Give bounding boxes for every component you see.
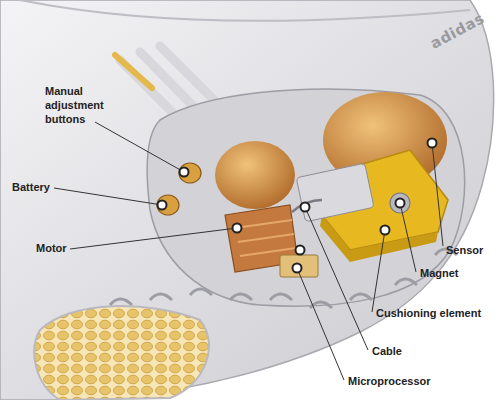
part-label: Manual adjustment buttons [45,84,117,126]
callout-marker [293,264,302,273]
forefoot-honeycomb [34,306,209,400]
leader-line [297,268,344,380]
callout-marker [180,168,189,177]
callout-marker [381,226,390,235]
callout-marker [428,139,437,148]
callout-marker [396,199,405,208]
callout-marker [158,201,167,210]
leader-line [70,228,237,249]
part-label: Motor [36,241,67,255]
part-label: Sensor [446,243,483,257]
adjust-button [157,195,179,215]
mid-cushion [215,141,295,209]
brand-logo: adidas [427,9,487,52]
cable [292,200,322,212]
callout-marker [296,246,305,255]
sole-lugs [110,249,457,308]
callout-marker [301,203,310,212]
stripe-accent [115,55,152,88]
cushioning-element-side [320,215,438,262]
leader-lines [54,122,443,380]
adjust-button [179,163,201,183]
part-label: Cable [372,344,402,358]
part-label: Battery [12,180,50,194]
callout-markers [158,139,437,273]
leader-line [372,230,385,312]
leader-line [432,143,443,246]
magnet [390,193,410,213]
sole-cavity [147,89,465,306]
part-label: Magnet [420,266,459,280]
upper-seam [20,0,470,21]
leader-line [400,203,416,272]
part-label: Cushioning element [376,306,481,320]
leader-line [54,188,162,205]
leader-line [305,207,368,350]
motor-detail [235,220,296,256]
part-label: Microprocessor [348,374,431,388]
leader-line [95,122,184,172]
callout-marker [233,224,242,233]
